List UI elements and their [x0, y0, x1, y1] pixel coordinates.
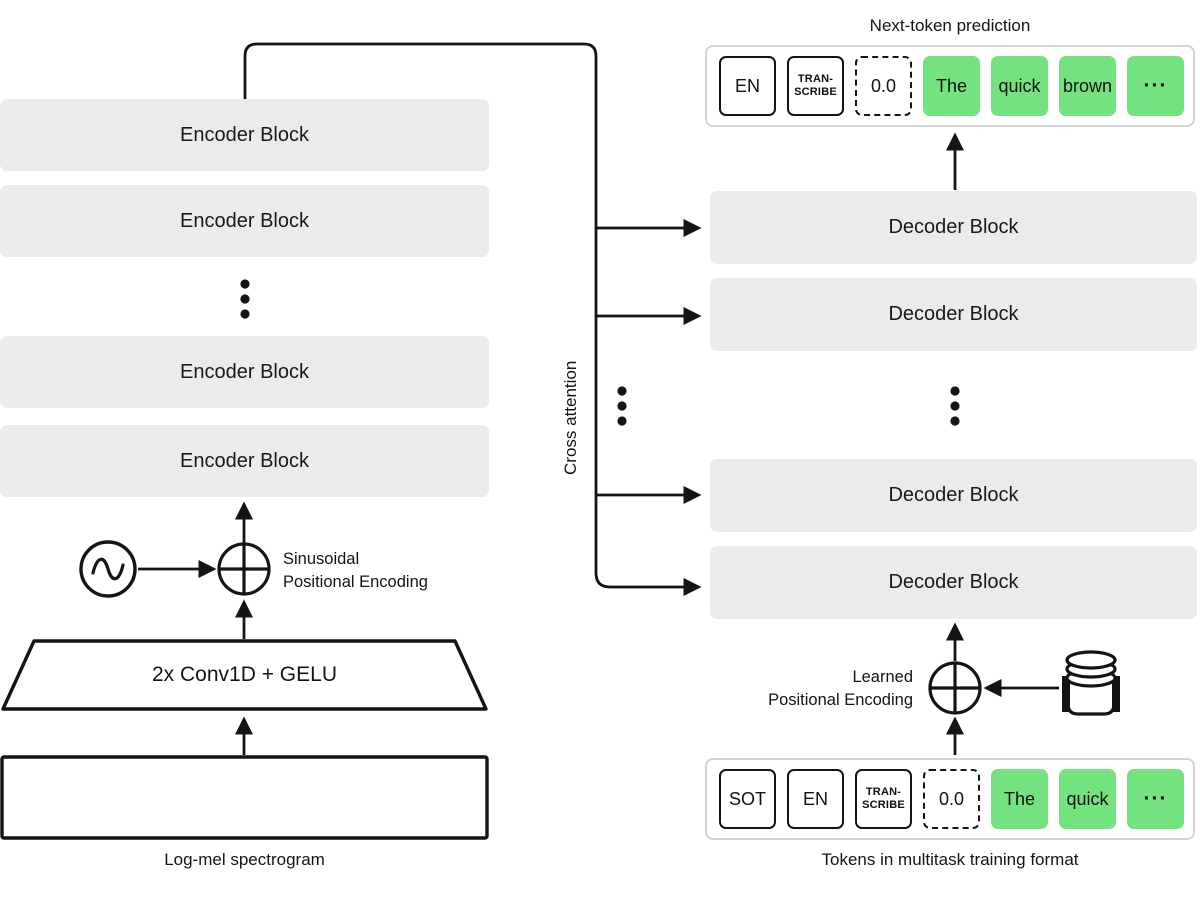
encoder-ellipsis	[240, 279, 250, 319]
decoder-block-label: Decoder Block	[888, 303, 1019, 325]
sinusoidal-pe-line2: Positional Encoding	[283, 573, 428, 591]
logmel-box	[0, 755, 489, 840]
decoder-block-4: Decoder Block	[710, 546, 1197, 619]
logmel-caption: Log-mel spectrogram	[164, 850, 325, 869]
encoder-block-4: Encoder Block	[0, 425, 489, 497]
encoder-block-label: Encoder Block	[180, 209, 309, 232]
token-timestamp: 0.0	[923, 769, 980, 829]
token-word-the: The	[923, 56, 980, 116]
cross-attention-label: Cross attention	[561, 360, 580, 476]
token-word-the: The	[991, 769, 1048, 829]
decoder-block-label: Decoder Block	[888, 216, 1019, 238]
sinusoidal-pe-label: Sinusoidal Positional Encoding	[283, 548, 428, 594]
decoder-block-3: Decoder Block	[710, 459, 1197, 532]
multitask-token-row: SOT EN TRAN-SCRIBE 0.0 The quick ···	[705, 758, 1195, 840]
token-ellipsis: ···	[1127, 56, 1184, 116]
token-timestamp: 0.0	[855, 56, 912, 116]
encoder-block-3: Encoder Block	[0, 336, 489, 408]
embedding-jar-icon	[1062, 650, 1120, 716]
next-token-row: EN TRAN-SCRIBE 0.0 The quick brown ···	[705, 45, 1195, 127]
conv-label: 2x Conv1D + GELU	[151, 663, 337, 686]
encoder-block-label: Encoder Block	[180, 449, 309, 472]
encoder-block-2: Encoder Block	[0, 185, 489, 257]
decoder-block-2: Decoder Block	[710, 278, 1197, 351]
token-transcribe: TRAN-SCRIBE	[855, 769, 912, 829]
token-ellipsis: ···	[1127, 769, 1184, 829]
learned-pe-line2: Positional Encoding	[768, 691, 913, 709]
plus-circle-encoder	[217, 542, 271, 596]
learned-pe-line1: Learned	[852, 668, 913, 686]
sinusoidal-pe-line1: Sinusoidal	[283, 550, 360, 568]
token-en: EN	[719, 56, 776, 116]
plus-circle-decoder	[928, 661, 982, 715]
cross-attention-ellipsis	[617, 386, 627, 426]
token-sot: SOT	[719, 769, 776, 829]
decoder-block-label: Decoder Block	[888, 571, 1019, 593]
tokens-caption: Tokens in multitask training format	[821, 850, 1079, 869]
token-word-brown: brown	[1059, 56, 1116, 116]
encoder-block-label: Encoder Block	[180, 123, 309, 146]
decoder-block-1: Decoder Block	[710, 191, 1197, 264]
decoder-ellipsis	[950, 386, 960, 426]
encoder-block-label: Encoder Block	[180, 360, 309, 383]
decoder-block-label: Decoder Block	[888, 484, 1019, 506]
encoder-block-1: Encoder Block	[0, 99, 489, 171]
sine-icon	[79, 540, 137, 598]
token-en: EN	[787, 769, 844, 829]
token-transcribe: TRAN-SCRIBE	[787, 56, 844, 116]
token-word-quick: quick	[991, 56, 1048, 116]
learned-pe-label: Learned Positional Encoding	[713, 666, 913, 712]
token-word-quick: quick	[1059, 769, 1116, 829]
next-token-title: Next-token prediction	[869, 16, 1031, 35]
